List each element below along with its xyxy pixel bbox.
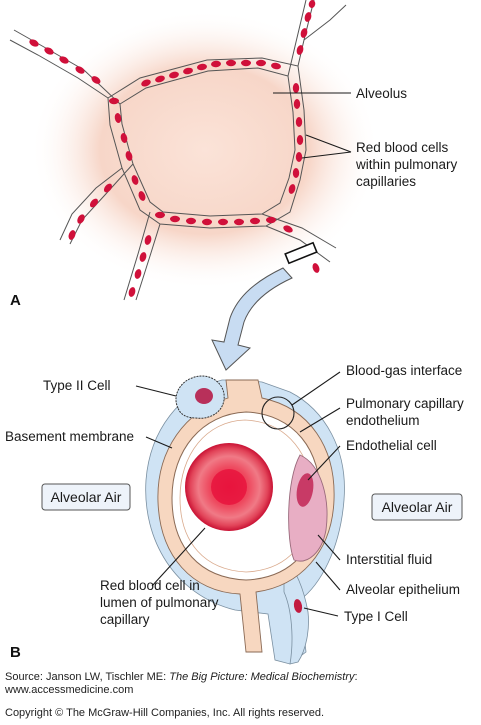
type-ii-nucleus <box>195 388 213 404</box>
label-interstitial-fluid: Interstitial fluid <box>346 552 432 567</box>
source-suffix: : <box>354 671 358 683</box>
alveolar-glow <box>30 10 380 290</box>
leader-type-ii <box>135 385 177 397</box>
endothelial-cell <box>288 454 328 562</box>
source-citation: Source: Janson LW, Tischler ME: The Big … <box>5 671 358 697</box>
label-rbc-lumen: Red blood cell in lumen of pulmonary cap… <box>100 578 222 627</box>
panel-label-b: B <box>10 644 21 661</box>
panel-label-a: A <box>10 292 21 309</box>
leader-type-i <box>303 607 339 617</box>
alveolar-air-right-label: Alveolar Air <box>382 499 453 515</box>
leader-rbc-1 <box>305 134 352 153</box>
leader-blood-gas <box>291 371 341 406</box>
leader-endothelium <box>299 407 341 433</box>
label-blood-gas-interface: Blood-gas interface <box>346 363 462 378</box>
blood-gas-interface-marker <box>261 396 295 430</box>
source-url[interactable]: www.accessmedicine.com <box>5 684 134 696</box>
rbc-dots <box>29 0 320 297</box>
type-i-cell-nucleus <box>293 599 303 613</box>
label-capillary-endothelium: Pulmonary capillary endothelium <box>346 396 468 428</box>
source-prefix: Source: Janson LW, Tischler ME: <box>5 671 170 683</box>
leader-interstitial <box>317 534 341 561</box>
leader-epithelium <box>315 561 341 591</box>
label-type-i-cell: Type I Cell <box>344 609 408 624</box>
leader-rbc-lumen <box>151 527 206 587</box>
endothelial-nucleus <box>296 473 314 507</box>
leader-endothelial-cell <box>307 445 341 481</box>
zoom-arrow <box>211 267 293 371</box>
zoom-box <box>284 241 318 265</box>
alveolar-air-box-right <box>371 493 463 521</box>
label-basement-membrane: Basement membrane <box>5 429 134 444</box>
leader-basement <box>145 436 173 449</box>
label-rbc-capillaries: Red blood cells within pulmonary capilla… <box>355 140 461 189</box>
copyright-notice: Copyright © The McGraw-Hill Companies, I… <box>5 707 325 719</box>
type-i-cell-body <box>283 559 309 665</box>
rbc-center <box>211 469 247 505</box>
panel-a-drawing: A Alveolus Red blood cells within pulmon… <box>9 0 461 371</box>
label-endothelial-cell: Endothelial cell <box>346 438 437 453</box>
label-alveolar-epithelium: Alveolar epithelium <box>346 582 460 597</box>
source-book-title: The Big Picture: Medical Biochemistry <box>169 671 355 683</box>
label-type-ii-cell: Type II Cell <box>43 378 111 393</box>
label-alveolus: Alveolus <box>356 86 407 101</box>
alveolar-air-left-label: Alveolar Air <box>51 489 122 505</box>
leader-rbc-2 <box>301 151 352 159</box>
panel-b-drawing: Alveolar Air Alveolar Air B Type II Cell… <box>5 363 468 665</box>
alveolar-air-box-left <box>41 483 131 511</box>
